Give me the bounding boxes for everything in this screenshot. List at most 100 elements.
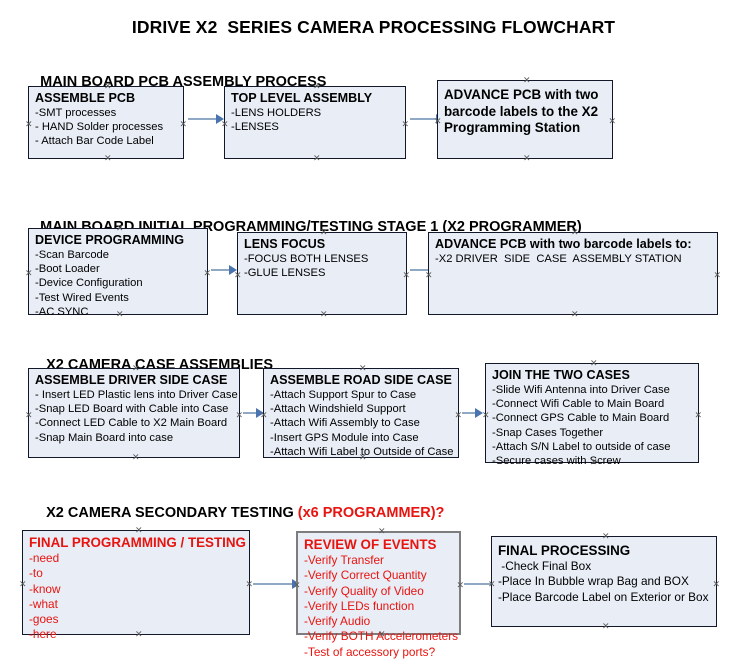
node-line: -Attach Wifi Label to Outside of Case [270,445,454,458]
handle-left-icon[interactable]: ✕ [482,410,490,420]
handle-left-icon[interactable]: ✕ [19,579,27,589]
handle-top-icon[interactable]: ✕ [523,75,531,85]
handle-left-icon[interactable]: ✕ [260,410,268,420]
handle-right-icon[interactable]: ✕ [712,579,720,589]
handle-right-icon[interactable]: ✕ [402,270,410,280]
handle-left-icon[interactable]: ✕ [25,119,33,129]
handle-bottom-icon[interactable]: ✕ [135,629,143,639]
node-title: REVIEW OF EVENTS [304,537,437,552]
node-line: -LENS HOLDERS [231,107,322,119]
handle-right-icon[interactable]: ✕ [713,270,721,280]
handle-right-icon[interactable]: ✕ [608,116,616,126]
connector-2b [410,269,430,271]
handle-right-icon[interactable]: ✕ [235,410,243,420]
handle-bottom-icon[interactable]: ✕ [378,629,386,639]
handle-right-icon[interactable]: ✕ [401,119,409,129]
handle-bottom-icon[interactable]: ✕ [571,309,579,319]
handle-top-icon[interactable]: ✕ [104,81,112,91]
connector-1a [188,118,218,120]
node-title: TOP LEVEL ASSEMBLY [231,91,373,105]
handle-right-icon[interactable]: ✕ [203,268,211,278]
node-assemble-pcb[interactable]: ASSEMBLE PCB -SMT processes - HAND Solde… [25,82,187,163]
node-title: JOIN THE TWO CASES [492,368,630,382]
handle-left-icon[interactable]: ✕ [293,580,301,590]
handle-left-icon[interactable]: ✕ [25,410,33,420]
handle-left-icon[interactable]: ✕ [234,270,242,280]
node-advance-pcb-station[interactable]: ADVANCE PCB with two barcode labels to t… [434,76,616,163]
connector-4b [464,583,506,585]
handle-bottom-icon[interactable]: ✕ [313,153,321,163]
connector-2a [211,269,231,271]
node-line: -Verify Transfer [304,553,384,567]
handle-top-icon[interactable]: ✕ [132,363,140,373]
connector-4a [253,583,295,585]
node-advance-pcb-driver-station[interactable]: ADVANCE PCB with two barcode labels to: … [425,228,721,319]
node-line: -Attach Support Spur to Case [270,389,417,401]
handle-top-icon[interactable]: ✕ [313,81,321,91]
node-line: -Test Wired Events [35,291,129,304]
node-top-level-assembly[interactable]: TOP LEVEL ASSEMBLY -LENS HOLDERS -LENSES… [221,82,409,163]
section-heading-4-text: X2 CAMERA SECONDARY TESTING [46,505,298,521]
node-final-processing[interactable]: FINAL PROCESSING -Check Final Box -Place… [488,532,720,631]
node-line: - Attach Bar Code Label [35,135,154,148]
handle-bottom-icon[interactable]: ✕ [104,153,112,163]
node-line: -to [29,566,43,581]
node-line: -Place Barcode Label on Exterior or Box [498,589,709,604]
handle-left-icon[interactable]: ✕ [488,579,496,589]
handle-top-icon[interactable]: ✕ [571,227,579,237]
node-title: DEVICE PROGRAMMING [35,233,185,247]
handle-top-icon[interactable]: ✕ [359,363,367,373]
node-line: -need [29,551,60,565]
handle-top-icon[interactable]: ✕ [378,526,386,536]
node-device-programming[interactable]: DEVICE PROGRAMMING -Scan Barcode -Boot L… [25,224,211,319]
handle-left-icon[interactable]: ✕ [221,119,229,129]
handle-left-icon[interactable]: ✕ [434,116,442,126]
node-title: ASSEMBLE PCB [35,91,136,105]
arrow-head-icon [229,265,237,275]
node-title: ASSEMBLE ROAD SIDE CASE [270,373,452,387]
node-assemble-driver-side-case[interactable]: ASSEMBLE DRIVER SIDE CASE - Insert LED P… [25,364,243,462]
handle-right-icon[interactable]: ✕ [245,579,253,589]
handle-right-icon[interactable]: ✕ [694,410,702,420]
node-line: -goes [29,612,59,627]
handle-right-icon[interactable]: ✕ [454,410,462,420]
node-line: - HAND Solder processes [35,121,164,134]
handle-top-icon[interactable]: ✕ [135,525,143,535]
node-line: -Secure cases with Screw [492,455,621,468]
handle-right-icon[interactable]: ✕ [456,580,464,590]
node-final-programming-testing[interactable]: FINAL PROGRAMMING / TESTING -need -to -k… [19,526,253,642]
node-title: ASSEMBLE DRIVER SIDE CASE [35,373,228,387]
node-join-the-two-cases[interactable]: JOIN THE TWO CASES -Slide Wifi Antenna i… [482,359,702,468]
handle-right-icon[interactable]: ✕ [179,119,187,129]
handle-bottom-icon[interactable]: ✕ [590,457,598,467]
node-line: -Boot Loader [35,263,100,276]
handle-bottom-icon[interactable]: ✕ [602,621,610,631]
handle-bottom-icon[interactable]: ✕ [132,452,140,462]
handle-bottom-icon[interactable]: ✕ [523,153,531,163]
node-line: -Connect GPS Cable to Main Board [492,412,670,425]
node-assemble-road-side-case[interactable]: ASSEMBLE ROAD SIDE CASE -Attach Support … [260,364,462,462]
node-line: -know [29,581,61,596]
handle-top-icon[interactable]: ✕ [602,531,610,541]
arrow-head-icon [475,408,483,418]
handle-top-icon[interactable]: ✕ [590,358,598,368]
node-line: -Connect Wifi Cable to Main Board [492,398,665,411]
node-title: ADVANCE PCB with two barcode labels to: [435,237,692,251]
node-line: -Snap LED Board with Cable into Case [35,403,229,416]
node-line: -Attach S/N Label to outside of case [492,440,671,453]
node-review-of-events[interactable]: REVIEW OF EVENTS -Verify Transfer -Verif… [293,527,464,659]
handle-left-icon[interactable]: ✕ [425,270,433,280]
node-line: -Snap Main Board into case [35,431,174,444]
handle-top-icon[interactable]: ✕ [116,223,124,233]
node-line: -Scan Barcode [35,249,110,261]
node-line: -Connect LED Cable to X2 Main Board [35,417,228,430]
node-line: -here [29,627,57,642]
handle-bottom-icon[interactable]: ✕ [359,452,367,462]
node-line: -SMT processes [35,107,117,119]
node-lens-focus[interactable]: LENS FOCUS -FOCUS BOTH LENSES -GLUE LENS… [234,228,410,319]
handle-bottom-icon[interactable]: ✕ [320,309,328,319]
handle-left-icon[interactable]: ✕ [25,268,33,278]
handle-top-icon[interactable]: ✕ [320,227,328,237]
handle-bottom-icon[interactable]: ✕ [116,309,124,319]
node-line: -Snap Cases Together [492,426,604,439]
